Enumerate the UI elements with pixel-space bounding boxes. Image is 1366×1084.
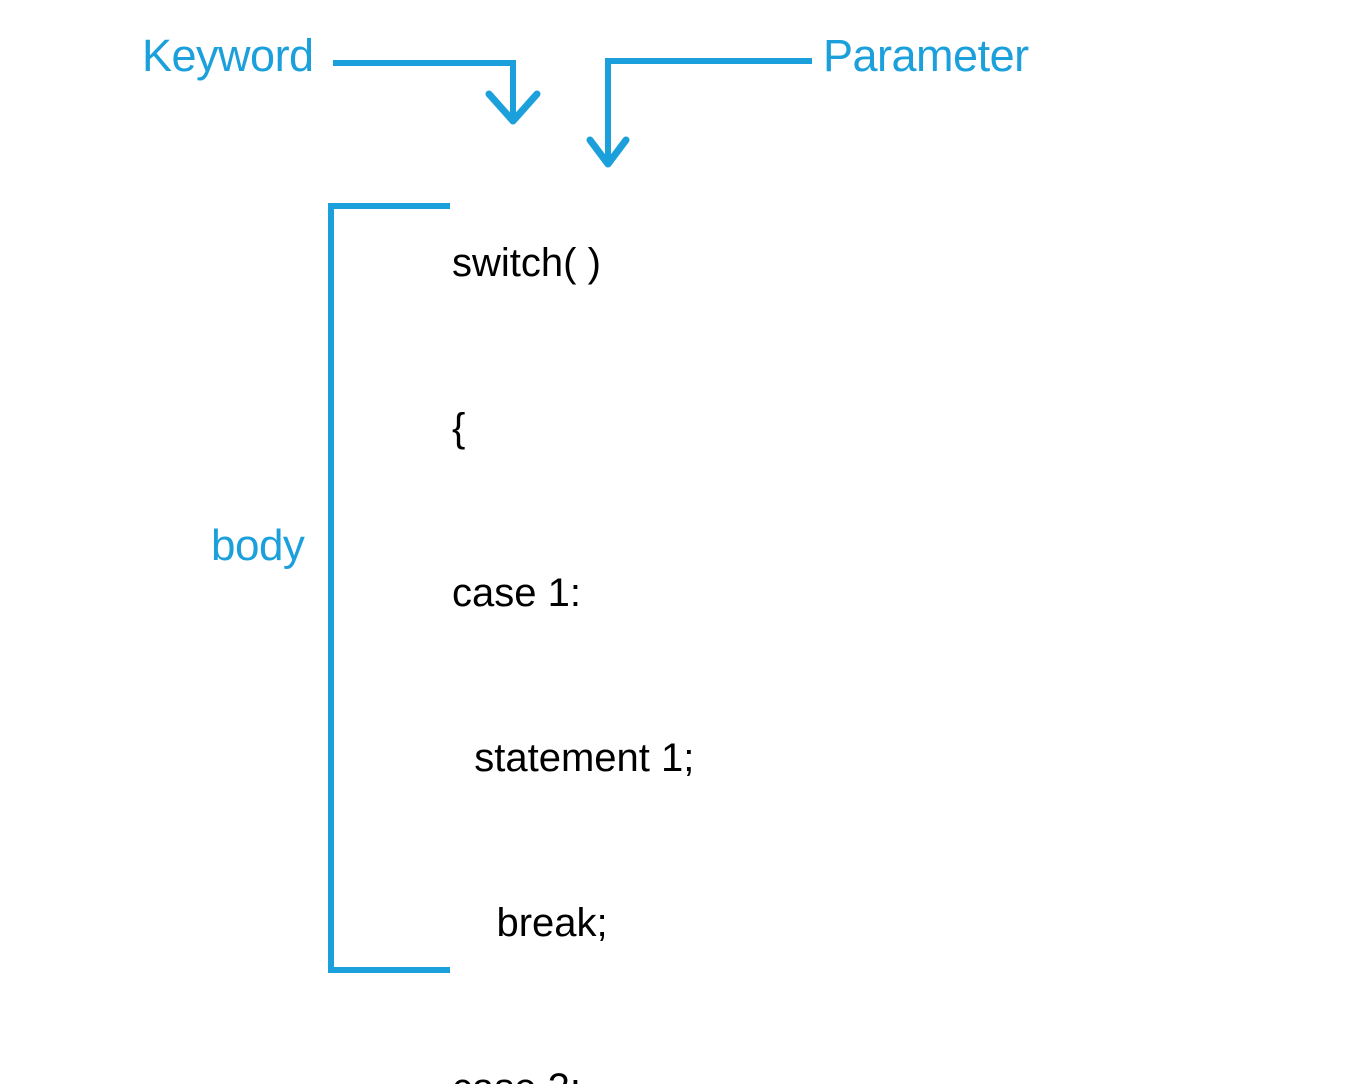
annotation-label-parameter: Parameter — [823, 30, 1029, 81]
code-line: switch( ) — [452, 241, 601, 285]
keyword-leader-arrow — [333, 60, 541, 125]
body-bracket — [328, 203, 450, 973]
code-line: statement 1; — [452, 736, 695, 780]
code-line: case 1: — [452, 571, 581, 615]
annotation-label-body: body — [211, 521, 305, 570]
body-bracket-path — [328, 203, 450, 973]
keyword-leader-path — [333, 60, 516, 118]
code-listing: switch( ) { case 1: statement 1; break; … — [452, 126, 792, 1084]
code-line: { — [452, 406, 466, 450]
code-line: break; — [452, 901, 608, 945]
annotation-label-keyword: Keyword — [142, 30, 314, 81]
keyword-arrowhead-icon — [485, 90, 541, 125]
code-line: case 2: — [452, 1061, 792, 1084]
